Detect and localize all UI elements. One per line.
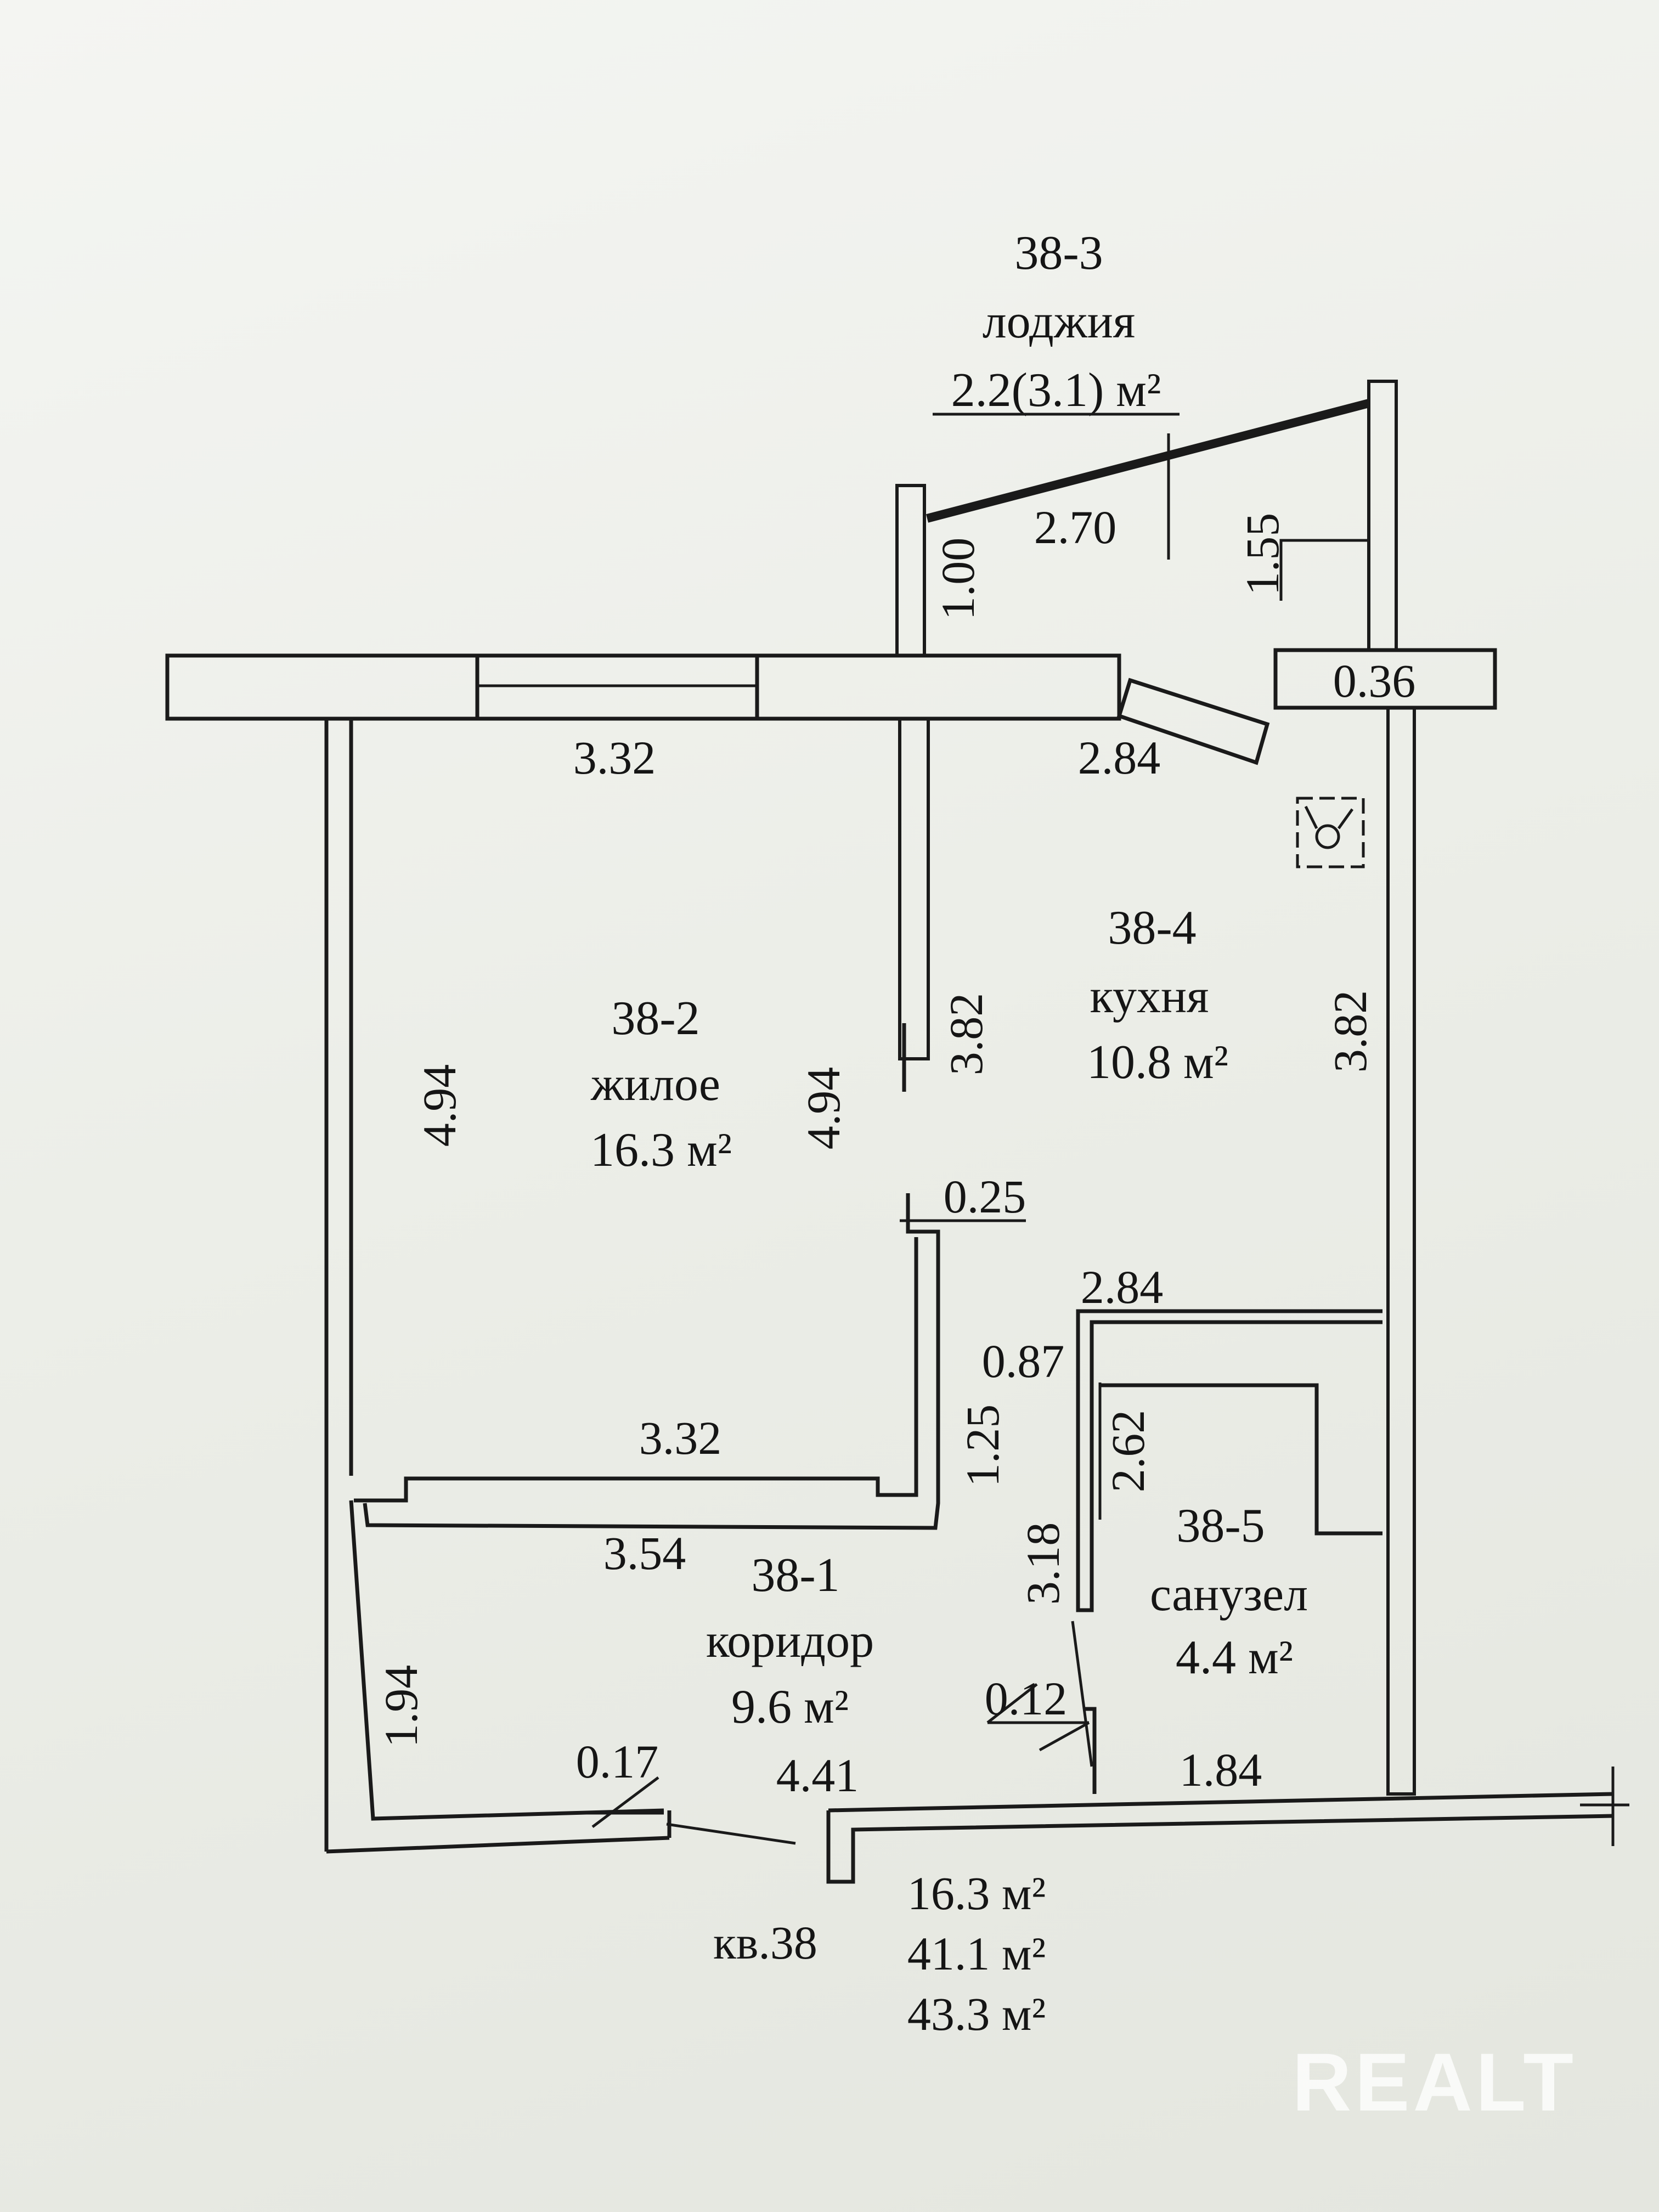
dim-loggia-left: 1.00 xyxy=(932,538,984,620)
room-label-living: 38-2 жилое 16.3 м² xyxy=(590,992,732,1177)
summary-total-area: 41.1 м² xyxy=(907,1927,1046,1980)
balcony-door-leaf xyxy=(1116,678,1270,765)
top-wall xyxy=(165,653,1121,721)
room-id-corridor: 38-1 xyxy=(751,1549,839,1602)
room-id-bathroom: 38-5 xyxy=(1176,1499,1265,1553)
dim-kitchen-right: 3.82 xyxy=(1324,990,1376,1073)
dim-loggia-width: 2.70 xyxy=(1034,501,1117,554)
living-room-walls xyxy=(324,717,940,1852)
room-area-loggia: 2.2(3.1) м² xyxy=(951,364,1161,417)
room-name-living: жилое xyxy=(590,1058,720,1111)
dim-living-bottom: 3.32 xyxy=(639,1412,722,1464)
dim-living-top: 3.32 xyxy=(573,731,656,784)
room-label-kitchen: 38-4 кухня 10.8 м² xyxy=(1087,901,1228,1089)
dim-door-012: 0.12 xyxy=(985,1672,1068,1725)
room-name-bathroom: санузел xyxy=(1150,1568,1308,1621)
room-name-kitchen: кухня xyxy=(1090,970,1209,1023)
room-label-loggia: 38-3 лоджия 2.2(3.1) м² xyxy=(933,227,1180,417)
room-area-bathroom: 4.4 м² xyxy=(1176,1631,1293,1684)
summary-total-with-loggia: 43.3 м² xyxy=(907,1988,1046,2040)
dim-corridor-left: 1.94 xyxy=(375,1665,427,1748)
bathroom-walls xyxy=(1071,1309,1383,1794)
corridor-walls xyxy=(326,1500,1629,1884)
dim-corridor-right: 3.18 xyxy=(1017,1522,1069,1605)
room-id-kitchen: 38-4 xyxy=(1108,901,1196,955)
dim-wall-036: 0.36 xyxy=(1333,654,1416,707)
dim-kitchen-top: 2.84 xyxy=(1078,731,1161,784)
dim-bath-top: 2.84 xyxy=(1081,1261,1164,1313)
room-area-corridor: 9.6 м² xyxy=(731,1680,849,1734)
room-area-kitchen: 10.8 м² xyxy=(1087,1036,1228,1089)
dim-bath-niche: 0.87 xyxy=(982,1335,1065,1387)
dim-kitchen-left: 3.82 xyxy=(940,993,992,1076)
summary-living-area: 16.3 м² xyxy=(907,1867,1046,1920)
dim-living-right: 4.94 xyxy=(797,1067,850,1150)
loggia-walls xyxy=(895,380,1398,657)
room-id-living: 38-2 xyxy=(611,992,699,1045)
door-swings xyxy=(571,1219,1090,1828)
room-label-corridor: 38-1 коридор 9.6 м² xyxy=(706,1549,874,1734)
dim-corridor-bottom: 4.41 xyxy=(776,1749,859,1802)
room-label-bathroom: 38-5 санузел 4.4 м² xyxy=(1150,1499,1308,1684)
dim-bath-inner: 2.62 xyxy=(1102,1410,1154,1493)
dim-opening: 0.25 xyxy=(944,1170,1026,1223)
room-name-loggia: лоджия xyxy=(983,295,1136,348)
dim-corridor-top: 3.54 xyxy=(603,1527,686,1579)
gas-stove-icon xyxy=(1296,797,1365,868)
room-name-corridor: коридор xyxy=(706,1615,874,1668)
dim-partition: 1.25 xyxy=(956,1404,1009,1487)
watermark-logo: REALT xyxy=(1292,2036,1577,2128)
dim-door-017: 0.17 xyxy=(576,1735,659,1788)
dim-bath-bottom: 1.84 xyxy=(1180,1743,1262,1796)
room-id-loggia: 38-3 xyxy=(1014,227,1103,280)
apartment-number: кв.38 xyxy=(713,1916,817,1969)
apartment-summary: кв.38 16.3 м² 41.1 м² 43.3 м² xyxy=(713,1867,1046,2040)
dim-loggia-right: 1.55 xyxy=(1236,513,1289,596)
kitchen-right-wall xyxy=(1386,706,1416,1796)
dim-living-left: 4.94 xyxy=(413,1064,466,1147)
dimension-labels: 2.70 0.36 3.32 2.84 0.25 2.84 0.87 3.32 … xyxy=(375,501,1415,1802)
room-area-living: 16.3 м² xyxy=(590,1124,732,1177)
